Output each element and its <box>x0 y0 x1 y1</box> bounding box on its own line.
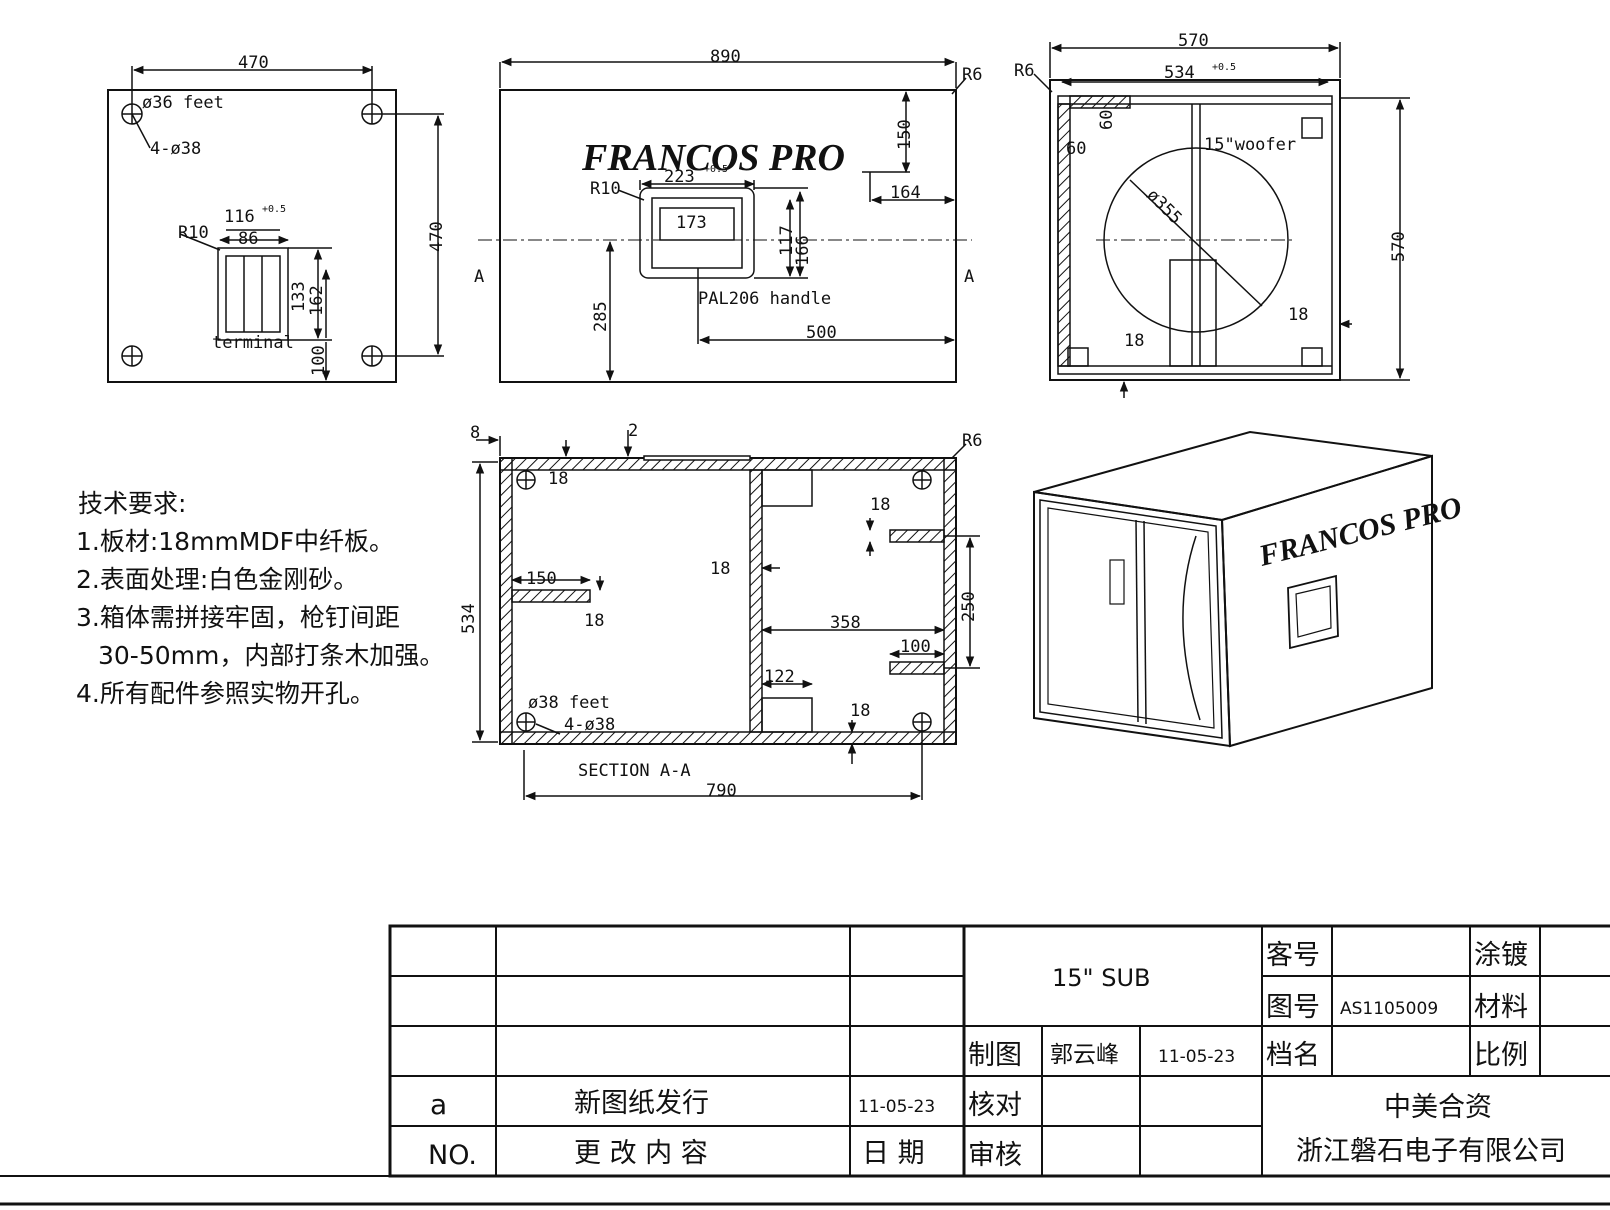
dim-sec-358: 358 <box>830 613 861 633</box>
dim-terminal-bottom: 100 <box>309 345 329 376</box>
dim-panel-bottom: 18 <box>1124 331 1144 351</box>
dim-sec-18e: 18 <box>850 701 870 721</box>
label-file-name: 档名 <box>1266 1040 1320 1071</box>
tol-front-inner: +0.5 <box>1212 62 1236 73</box>
dim-sec-790: 790 <box>706 781 737 801</box>
value-drawn-by: 郭云峰 <box>1050 1042 1119 1068</box>
logo-isometric: FRANCOS PRO <box>1255 491 1465 573</box>
tol-terminal-w: +0.5 <box>262 204 286 215</box>
label-material: 材料 <box>1474 992 1528 1023</box>
label-sec-feet: ø38 feet <box>528 693 610 713</box>
foot-bottom-left <box>121 345 143 367</box>
section-view <box>472 430 980 801</box>
dim-handle-h1: 117 <box>777 225 797 256</box>
dim-handle-right: 500 <box>806 323 837 343</box>
label-sec-radius: R6 <box>962 431 982 451</box>
label-sec-feet-count: 4-ø38 <box>564 715 615 735</box>
dim-front-width: 570 <box>1178 31 1209 51</box>
dim-terminal-width: 116 <box>224 207 255 227</box>
dim-logo-right: 164 <box>890 183 921 203</box>
dim-sec-8: 8 <box>470 423 480 443</box>
label-terminal: terminal <box>212 333 294 353</box>
requirement-4: 4.所有配件参照实物开孔。 <box>76 679 375 708</box>
company-line-1: 中美合资 <box>1384 1092 1492 1123</box>
label-scale: 比例 <box>1474 1040 1528 1071</box>
title-product: 15" SUB <box>1052 964 1150 992</box>
foot-top-right <box>361 103 383 125</box>
label-front-radius: R6 <box>1014 61 1034 81</box>
label-handle-radius: R10 <box>590 179 621 199</box>
dim-terminal-h2: 162 <box>307 285 327 316</box>
section-mark-right: A <box>964 267 974 287</box>
dim-terminal-inner: 86 <box>238 229 258 249</box>
label-checked: 核对 <box>968 1090 1022 1121</box>
dim-top-width: 470 <box>238 53 269 73</box>
dim-handle-inner: 173 <box>676 213 707 233</box>
logo-side: FRANCOS PRO <box>581 137 845 179</box>
label-approved: 审核 <box>968 1140 1022 1171</box>
bottom-view <box>107 65 444 383</box>
dim-logo-top: 150 <box>895 119 915 150</box>
tol-handle-w: +0.5 <box>704 164 728 175</box>
label-customer-no: 客号 <box>1266 940 1320 971</box>
value-revision-content: 新图纸发行 <box>574 1088 709 1119</box>
value-revision-date: 11-05-23 <box>858 1097 935 1117</box>
label-side-radius: R6 <box>962 65 982 85</box>
dim-sec-18d: 18 <box>870 495 890 515</box>
value-drawing-no: AS1105009 <box>1340 999 1438 1019</box>
dim-handle-width: 223 <box>664 167 695 187</box>
dim-sec-122: 122 <box>764 667 795 687</box>
technical-requirements: 技术要求: 1.板材:18mmMDF中纤板。 2.表面处理:白色金刚砂。 3.箱… <box>76 489 444 708</box>
requirements-title: 技术要求: <box>78 489 186 518</box>
label-woofer: 15"woofer <box>1204 135 1296 155</box>
dim-sec-534: 534 <box>459 603 479 634</box>
side-view <box>478 57 972 383</box>
section-mark-left: A <box>474 267 484 287</box>
label-handle: PAL206 handle <box>698 289 831 309</box>
front-view <box>1033 42 1410 398</box>
dim-front-inner: 534 <box>1164 63 1195 83</box>
label-feet: ø36 feet <box>142 93 224 113</box>
dim-sec-18a: 18 <box>548 469 568 489</box>
dim-sec-18c: 18 <box>710 559 730 579</box>
requirement-1: 1.板材:18mmMDF中纤板。 <box>76 527 394 556</box>
dim-woofer-diameter: ø355 <box>1142 185 1185 228</box>
label-feet-count: 4-ø38 <box>150 139 201 159</box>
label-coating: 涂镀 <box>1474 940 1528 971</box>
foot-bottom-right <box>361 345 383 367</box>
label-drawing-no: 图号 <box>1266 992 1320 1023</box>
dim-panel-right: 18 <box>1288 305 1308 325</box>
dim-sec-100: 100 <box>900 637 931 657</box>
dim-sec-150: 150 <box>526 569 557 589</box>
dim-side-width: 890 <box>710 47 741 67</box>
dim-brace-a: 60 <box>1097 110 1117 130</box>
label-date: 日 期 <box>862 1138 925 1169</box>
dim-sec-250: 250 <box>959 591 979 622</box>
title-block <box>0 924 1610 1206</box>
requirement-3-cont: 30-50mm，内部打条木加强。 <box>98 641 444 670</box>
isometric-view <box>1033 430 1433 748</box>
label-drawn-by: 制图 <box>968 1040 1022 1071</box>
dim-top-height: 470 <box>427 221 447 252</box>
dim-sec-2: 2 <box>628 421 638 441</box>
dim-handle-h2: 166 <box>793 235 813 266</box>
label-terminal-radius: R10 <box>178 223 209 243</box>
label-no: NO. <box>428 1140 477 1171</box>
label-section-title: SECTION A-A <box>578 761 691 781</box>
value-drawn-date: 11-05-23 <box>1158 1047 1235 1067</box>
requirement-3: 3.箱体需拼接牢固，枪钉间距 <box>76 603 400 632</box>
dim-front-height: 570 <box>1389 231 1409 262</box>
dim-handle-bottom: 285 <box>591 301 611 332</box>
dim-brace-b: 60 <box>1066 139 1086 159</box>
value-revision-mark: a <box>430 1088 447 1121</box>
company-line-2: 浙江磐石电子有限公司 <box>1296 1136 1566 1167</box>
dim-terminal-h1: 133 <box>289 281 309 312</box>
label-change-content: 更 改 内 容 <box>574 1138 708 1169</box>
dim-sec-18b: 18 <box>584 611 604 631</box>
requirement-2: 2.表面处理:白色金刚砂。 <box>76 565 358 594</box>
